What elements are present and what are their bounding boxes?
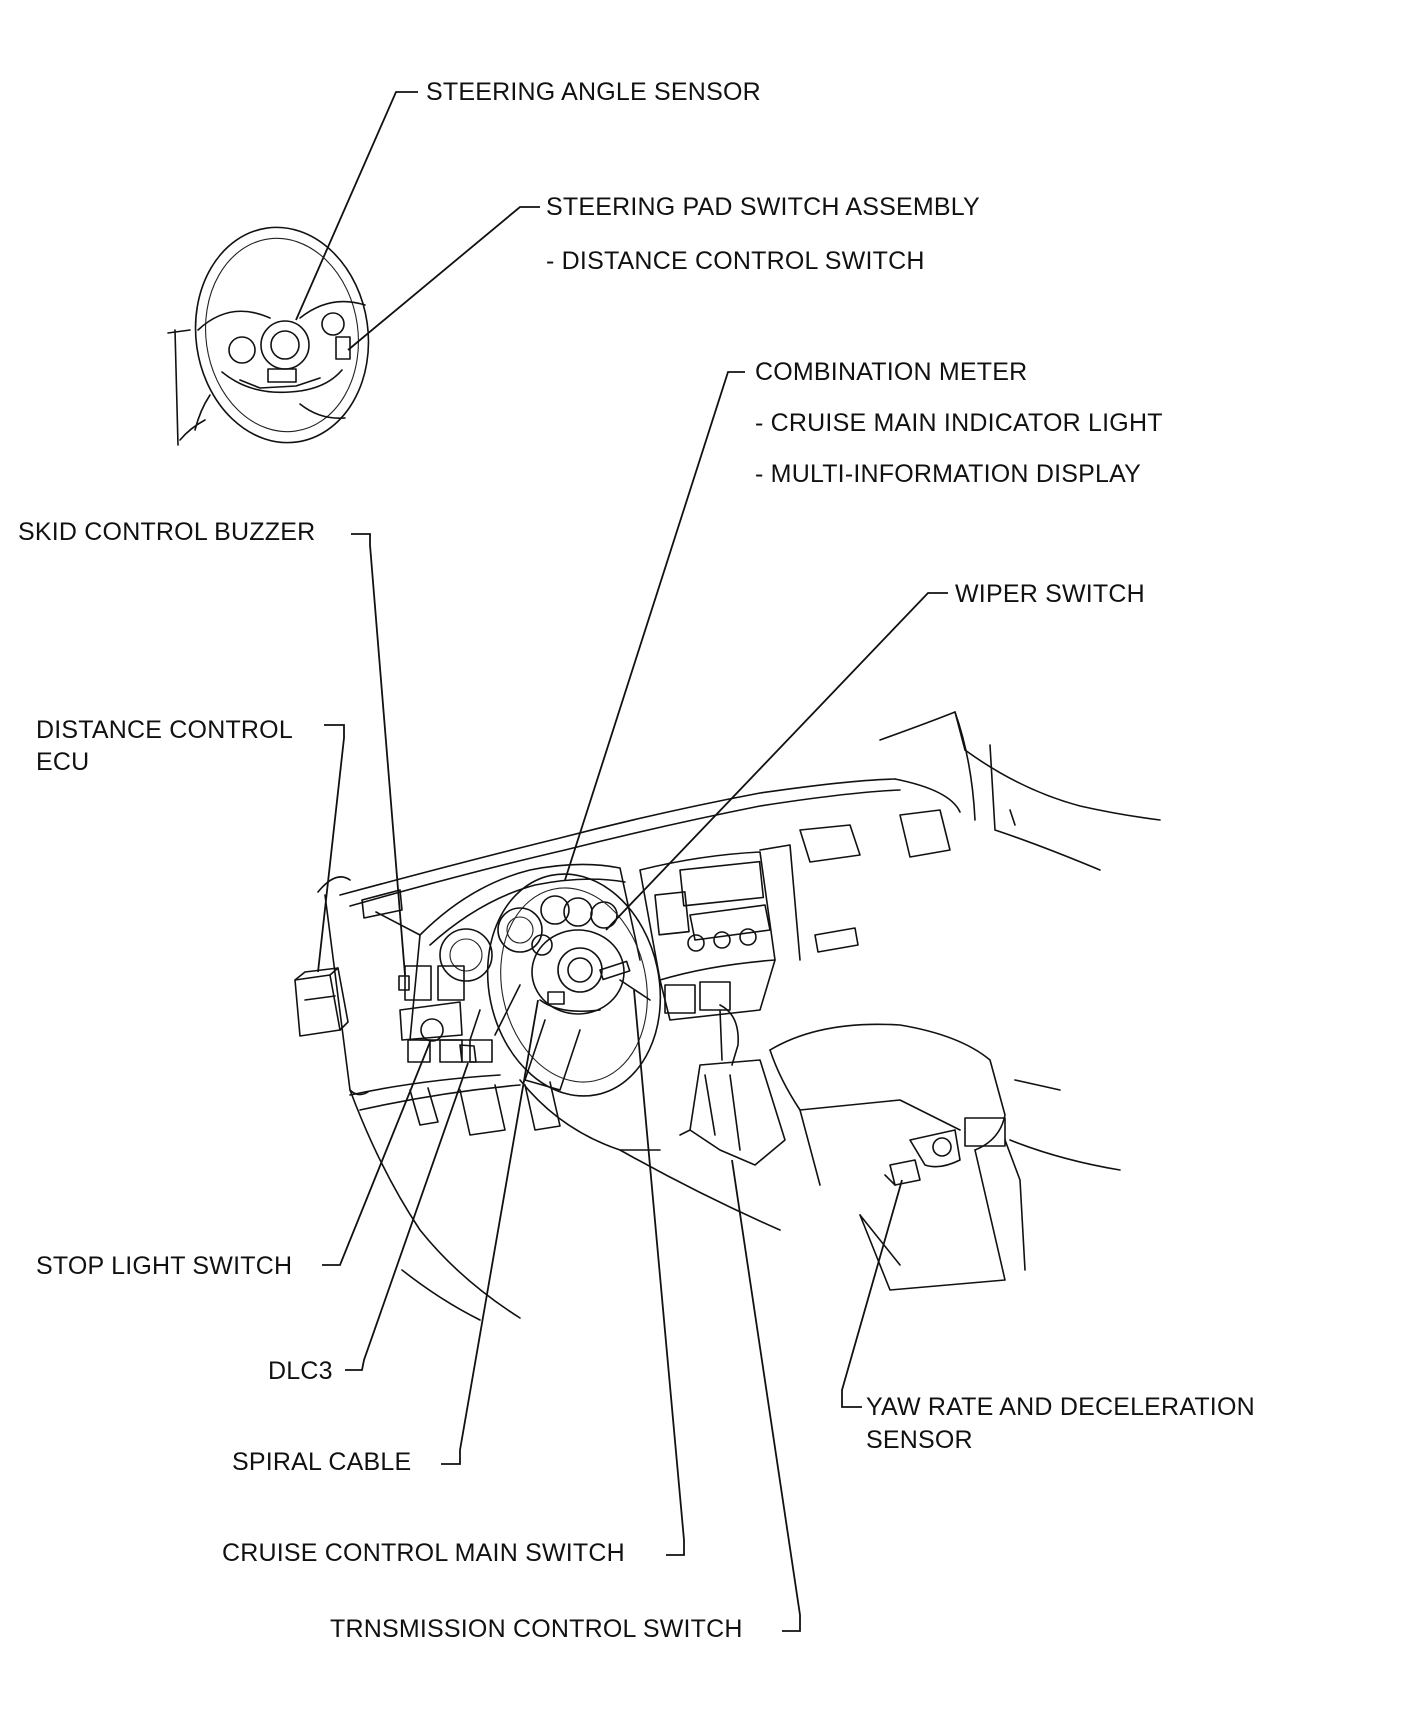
label-yaw-rate-deceleration-sensor-line1: YAW RATE AND DECELERATION: [866, 1393, 1255, 1421]
label-distance-control-ecu-line1: DISTANCE CONTROL: [36, 716, 293, 744]
label-spiral-cable: SPIRAL CABLE: [232, 1448, 412, 1476]
label-multi-information-display: - MULTI-INFORMATION DISPLAY: [755, 460, 1141, 488]
steering-wheel-illustration: [167, 226, 370, 446]
leader-lines: [295, 91, 948, 1632]
label-transmission-control-switch: TRNSMISSION CONTROL SWITCH: [330, 1615, 743, 1643]
label-steering-angle-sensor: STEERING ANGLE SENSOR: [426, 78, 761, 106]
label-dlc3: DLC3: [268, 1357, 333, 1385]
label-distance-control-switch: - DISTANCE CONTROL SWITCH: [546, 247, 925, 275]
label-distance-control-ecu-line2: ECU: [36, 748, 90, 776]
label-yaw-rate-deceleration-sensor-line2: SENSOR: [866, 1426, 973, 1454]
label-cruise-main-indicator-light: - CRUISE MAIN INDICATOR LIGHT: [755, 409, 1163, 437]
label-skid-control-buzzer: SKID CONTROL BUZZER: [18, 518, 316, 546]
label-cruise-control-main-switch: CRUISE CONTROL MAIN SWITCH: [222, 1539, 625, 1567]
dashboard-illustration: [294, 711, 1161, 1321]
label-stop-light-switch: STOP LIGHT SWITCH: [36, 1252, 293, 1280]
label-steering-pad-switch-assembly: STEERING PAD SWITCH ASSEMBLY: [546, 193, 980, 221]
label-combination-meter: COMBINATION METER: [755, 358, 1028, 386]
label-wiper-switch: WIPER SWITCH: [955, 580, 1145, 608]
